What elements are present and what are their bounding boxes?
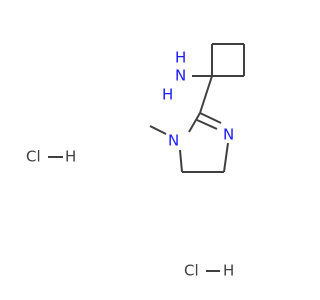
structure-diagram: N H H N N Cl H Cl H: [26, 43, 245, 280]
amine-n-label: N: [175, 67, 186, 85]
amine-h-label: H: [162, 86, 173, 104]
imine-n-label: N: [223, 126, 234, 144]
bond: [223, 142, 229, 173]
amine-h-label: H: [175, 49, 186, 67]
hydrogen-label: H: [223, 262, 234, 280]
double-bond-line: [196, 119, 218, 130]
methyl-n-label: N: [168, 132, 179, 150]
bond: [188, 112, 201, 133]
cyclobutane-ring: [211, 43, 245, 77]
bond: [199, 112, 222, 124]
imidazoline-ring: [179, 112, 229, 173]
hydrogen-label: H: [65, 148, 76, 166]
bond-n-methyl: [149, 125, 167, 135]
chloride-label: Cl: [26, 148, 41, 166]
chloride-label: Cl: [184, 262, 199, 280]
bond-ring-to-imidazoline: [199, 75, 213, 114]
bond: [179, 149, 183, 173]
